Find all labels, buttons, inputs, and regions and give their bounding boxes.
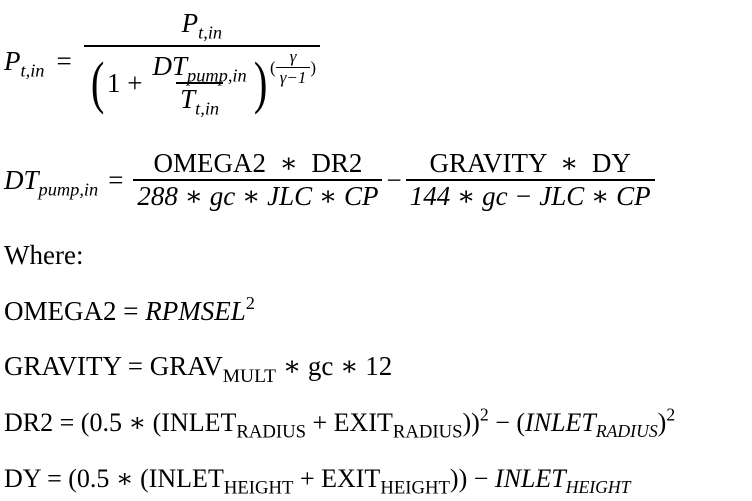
inner-fraction: DTpump,in Tt,in — [152, 51, 247, 119]
eq2-lhs: DTpump,in — [4, 164, 99, 199]
eq1-lhs: Pt,in — [4, 46, 45, 81]
equals-sign: = — [56, 46, 72, 76]
minus-sign: − — [386, 164, 402, 195]
eq2-fraction-2: GRAVITY ∗ DY 144 ∗ gc − JLC ∗ CP — [405, 148, 655, 212]
dy-definition: DY = (0.5 ∗ (INLETHEIGHT + EXITHEIGHT)) … — [4, 464, 631, 499]
right-paren: ) — [253, 50, 268, 115]
omega2-definition: OMEGA2 = RPMSEL2 — [4, 292, 255, 326]
eq2-fraction-1: OMEGA2 ∗ DR2 288 ∗ gc ∗ JLC ∗ CP — [133, 148, 383, 212]
gravity-definition: GRAVITY = GRAVMULT ∗ gc ∗ 12 — [4, 351, 393, 387]
equals-sign: = — [108, 164, 124, 195]
eq1-numerator: Pt,in — [181, 8, 223, 43]
dr2-definition: DR2 = (0.5 ∗ (INLETRADIUS + EXITRADIUS))… — [4, 404, 676, 443]
left-paren: ( — [90, 50, 105, 115]
equation-pressure-inlet: Pt,in = Pt,in ( 1 + DTpump,in Tt,in ) ( … — [4, 8, 321, 119]
equation-dt-pump: DTpump,in = OMEGA2 ∗ DR2 288 ∗ gc ∗ JLC … — [4, 148, 655, 212]
where-label: Where: — [4, 240, 84, 270]
one-plus: 1 + — [107, 67, 143, 98]
